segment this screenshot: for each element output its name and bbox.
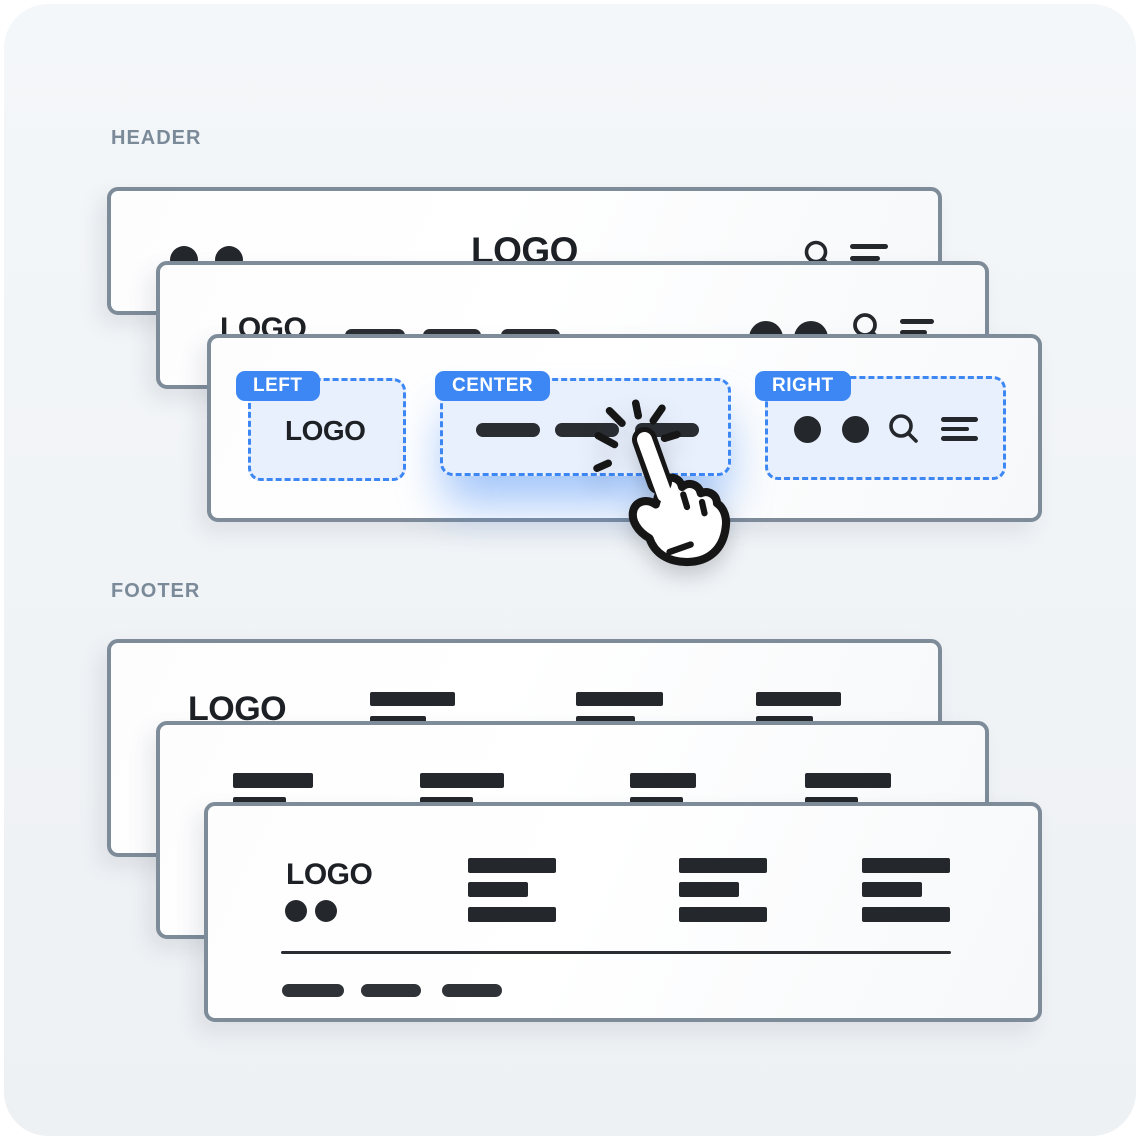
footer-column-bar <box>233 773 313 788</box>
circle-placeholder-icon <box>285 900 307 922</box>
zone-right-badge: RIGHT <box>755 371 851 401</box>
background-panel: HEADER LOGO LOGO <box>4 4 1136 1136</box>
footer-divider <box>281 951 951 954</box>
footer-section-label: FOOTER <box>111 580 201 602</box>
footer-column-bar <box>862 858 950 873</box>
search-icon <box>889 414 918 443</box>
logo-text: LOGO <box>188 690 287 728</box>
cursor-click-icon <box>593 399 731 567</box>
footer-column-bar <box>576 692 663 706</box>
circle-placeholder-icon <box>315 900 337 922</box>
footer-column-bar <box>679 907 767 922</box>
footer-legal-link-bar <box>361 984 421 997</box>
footer-column-bar <box>862 907 950 922</box>
footer-column-bar <box>468 858 556 873</box>
logo-text: LOGO <box>286 858 373 891</box>
zone-left-badge: LEFT <box>236 371 320 401</box>
footer-legal-link-bar <box>442 984 502 997</box>
footer-legal-link-bar <box>282 984 344 997</box>
footer-column-bar <box>679 858 767 873</box>
nav-link-bar <box>555 423 619 437</box>
nav-link-bar <box>476 423 540 437</box>
footer-column-bar <box>805 773 891 788</box>
circle-placeholder-icon <box>842 416 869 443</box>
footer-column-bar <box>370 692 455 706</box>
circle-placeholder-icon <box>794 416 821 443</box>
footer-column-bar <box>862 882 922 897</box>
zone-center-badge: CENTER <box>435 371 551 401</box>
header-builder-card[interactable]: LEFT LOGO CENTER RIGHT <box>207 334 1042 522</box>
footer-column-bar <box>679 882 739 897</box>
footer-column-bar <box>420 773 504 788</box>
footer-column-bar <box>630 773 696 788</box>
footer-column-bar <box>468 907 556 922</box>
footer-variant-3-card[interactable]: LOGO <box>204 802 1042 1022</box>
footer-column-bar <box>468 882 528 897</box>
header-section-label: HEADER <box>111 127 202 149</box>
logo-text: LOGO <box>285 415 366 446</box>
footer-column-bar <box>756 692 841 706</box>
